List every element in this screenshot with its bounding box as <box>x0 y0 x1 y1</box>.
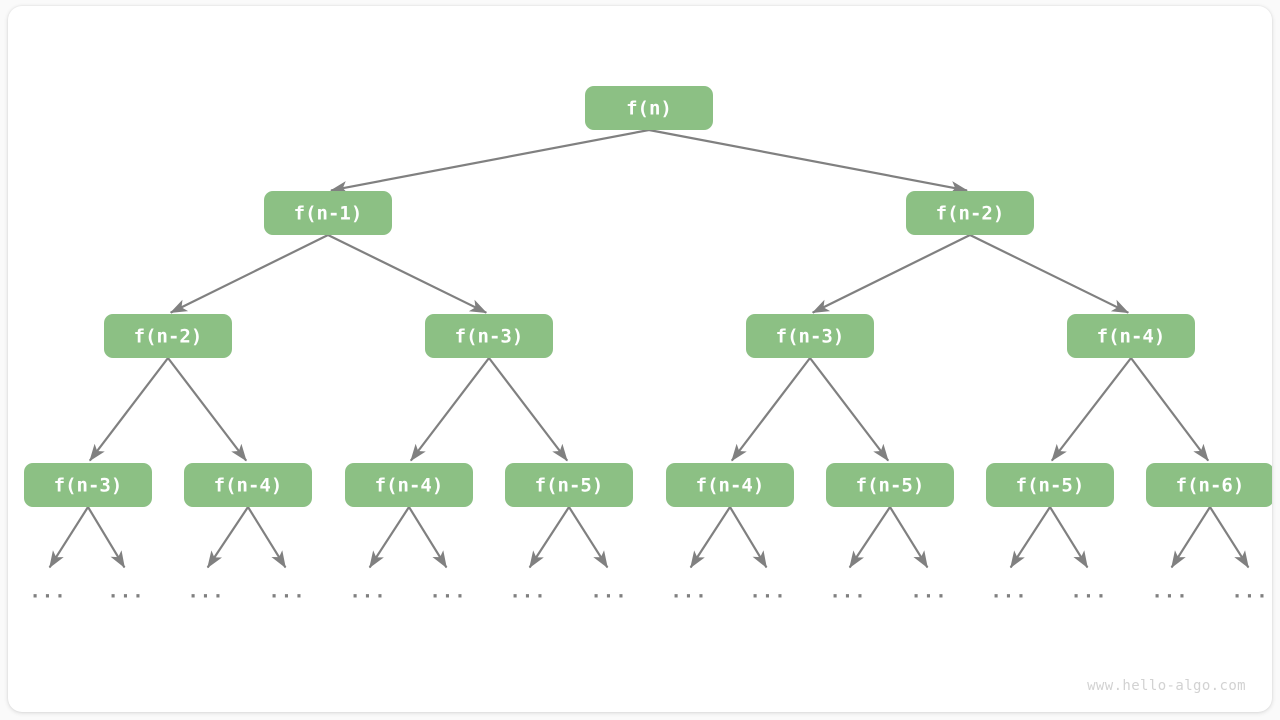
tree-edge <box>730 357 811 462</box>
node-box <box>184 463 312 507</box>
ellipsis-marker: ... <box>1231 581 1268 603</box>
node-label: f(n-2) <box>134 326 203 348</box>
tree-edge <box>1050 357 1132 462</box>
tree-edge <box>167 357 248 462</box>
node-box <box>104 314 232 358</box>
leaf-edge <box>1009 506 1051 569</box>
leaf-edge <box>848 506 891 569</box>
ellipsis-marker: ... <box>349 581 386 603</box>
node-box <box>24 463 152 507</box>
node-box <box>345 463 473 507</box>
tree-edge <box>648 128 968 194</box>
tree-node[interactable]: f(n-3) <box>746 314 874 358</box>
edges-layer <box>88 128 1210 462</box>
ellipsis-marker: ... <box>829 581 866 603</box>
leaf-edge <box>48 506 89 569</box>
tree-node[interactable]: f(n-4) <box>1067 314 1195 358</box>
tree-node[interactable]: f(n-6) <box>1146 463 1272 507</box>
tree-node[interactable]: f(n-3) <box>425 314 553 358</box>
tree-edge <box>811 234 971 314</box>
ellipsis-marker: ... <box>1151 581 1188 603</box>
ellipsis-marker: ... <box>107 581 144 603</box>
node-box <box>746 314 874 358</box>
node-label: f(n-2) <box>936 203 1005 225</box>
ellipsis-marker: ... <box>29 581 66 603</box>
node-label: f(n-4) <box>696 475 765 497</box>
tree-edge <box>809 357 890 462</box>
tree-edge <box>327 234 488 314</box>
ellipsis-marker: ... <box>749 581 786 603</box>
node-label: f(n-1) <box>294 203 363 225</box>
node-label: f(n-5) <box>856 475 925 497</box>
tree-edge <box>969 234 1130 314</box>
leaf-edge <box>368 506 410 569</box>
leaf-edges-layer <box>48 506 1250 569</box>
tree-node[interactable]: f(n-1) <box>264 191 392 235</box>
leaf-edge <box>528 506 570 569</box>
ellipsis-marker: ... <box>187 581 224 603</box>
ellipsis-marker: ... <box>509 581 546 603</box>
node-box <box>826 463 954 507</box>
leaf-edge <box>87 506 126 569</box>
node-box <box>585 86 713 130</box>
node-box <box>1067 314 1195 358</box>
node-box <box>505 463 633 507</box>
node-label: f(n-5) <box>535 475 604 497</box>
tree-edge <box>88 357 169 462</box>
node-box <box>666 463 794 507</box>
leaf-edge <box>689 506 731 569</box>
tree-edge <box>169 234 329 314</box>
ellipsis-marker: ... <box>990 581 1027 603</box>
tree-node[interactable]: f(n) <box>585 86 713 130</box>
leaf-edge <box>889 506 929 569</box>
ellipsis-marker: ... <box>670 581 707 603</box>
node-label: f(n-6) <box>1176 475 1245 497</box>
node-label: f(n-4) <box>214 475 283 497</box>
node-box <box>906 191 1034 235</box>
node-label: f(n-3) <box>54 475 123 497</box>
tree-node[interactable]: f(n-5) <box>826 463 954 507</box>
tree-node[interactable]: f(n-4) <box>666 463 794 507</box>
nodes-layer: f(n) f(n-1) f(n-2) f(n-2) f(n-3) f(n-3) f(n-4)… <box>24 86 1272 507</box>
ellipsis-marker: ... <box>429 581 466 603</box>
node-box <box>425 314 553 358</box>
watermark: www.hello-algo.com <box>1087 678 1246 694</box>
ellipsis-layer: ........................................… <box>29 581 1268 603</box>
node-label: f(n-5) <box>1016 475 1085 497</box>
tree-node[interactable]: f(n-4) <box>184 463 312 507</box>
leaf-edge <box>1049 506 1089 569</box>
node-label: f(n) <box>626 98 672 120</box>
node-box <box>1146 463 1272 507</box>
tree-edge <box>330 128 650 194</box>
tree-node[interactable]: f(n-5) <box>505 463 633 507</box>
tree-node[interactable]: f(n-2) <box>104 314 232 358</box>
tree-edge <box>488 357 569 462</box>
leaf-edge <box>408 506 448 569</box>
diagram-card: f(n) f(n-1) f(n-2) f(n-2) f(n-3) f(n-3) f(n-4)… <box>8 6 1272 712</box>
ellipsis-marker: ... <box>268 581 305 603</box>
node-label: f(n-4) <box>375 475 444 497</box>
leaf-edge <box>206 506 249 569</box>
node-box <box>264 191 392 235</box>
tree-node[interactable]: f(n-5) <box>986 463 1114 507</box>
node-box <box>986 463 1114 507</box>
tree-edge <box>1130 357 1210 462</box>
ellipsis-marker: ... <box>1070 581 1107 603</box>
leaf-edge <box>568 506 609 569</box>
tree-node[interactable]: f(n-3) <box>24 463 152 507</box>
node-label: f(n-3) <box>455 326 524 348</box>
tree-edge <box>409 357 490 462</box>
tree-node[interactable]: f(n-4) <box>345 463 473 507</box>
leaf-edge <box>729 506 768 569</box>
tree-node[interactable]: f(n-2) <box>906 191 1034 235</box>
ellipsis-marker: ... <box>910 581 947 603</box>
recursion-tree-svg: f(n) f(n-1) f(n-2) f(n-2) f(n-3) f(n-3) f(n-4)… <box>24 86 1272 603</box>
leaf-edge <box>247 506 287 569</box>
node-label: f(n-3) <box>776 326 845 348</box>
leaf-edge <box>1170 506 1211 569</box>
leaf-edge <box>1209 506 1250 569</box>
node-label: f(n-4) <box>1097 326 1166 348</box>
ellipsis-marker: ... <box>590 581 627 603</box>
